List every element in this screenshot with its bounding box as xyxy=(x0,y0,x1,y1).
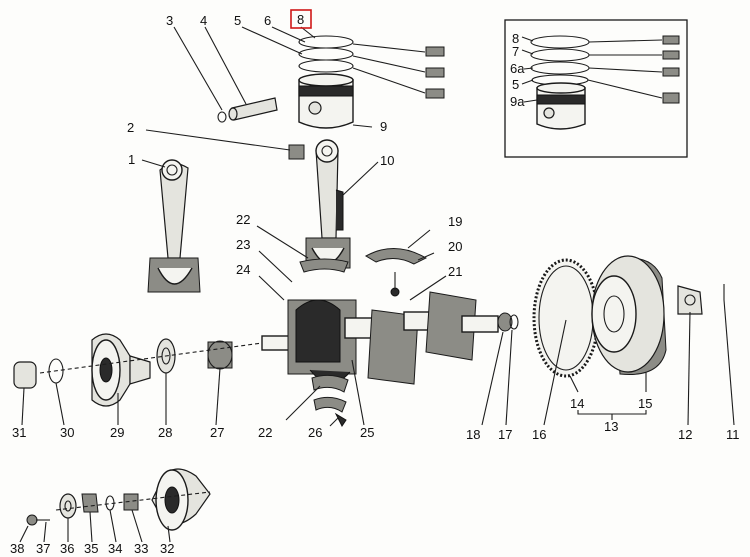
inset-piston-variant: 8 7 6a 5 9a xyxy=(504,19,688,158)
callout-1: 1 xyxy=(128,152,135,167)
callout-38: 38 xyxy=(10,541,24,556)
callout-35: 35 xyxy=(84,541,98,556)
piston-assembly xyxy=(173,26,445,129)
callout-8-highlighted: 8 xyxy=(297,12,304,27)
front-pulley-group xyxy=(13,333,263,426)
callout-13: 13 xyxy=(604,419,618,434)
inset-label-5: 5 xyxy=(512,77,519,92)
callout-17: 17 xyxy=(498,427,512,442)
callout-36: 36 xyxy=(60,541,74,556)
callout-22-top: 22 xyxy=(236,212,250,227)
callout-30: 30 xyxy=(60,425,74,440)
callout-27: 27 xyxy=(210,425,224,440)
callout-31: 31 xyxy=(12,425,26,440)
flywheel-group xyxy=(481,255,735,426)
bearing-shells xyxy=(256,225,447,427)
connecting-rod-center xyxy=(145,129,379,269)
accessory-group xyxy=(19,468,211,543)
callout-14: 14 xyxy=(570,396,584,411)
callout-21: 21 xyxy=(448,264,462,279)
callout-19: 19 xyxy=(448,214,462,229)
callout-5: 5 xyxy=(234,13,241,28)
callout-33: 33 xyxy=(134,541,148,556)
callout-24: 24 xyxy=(236,262,250,277)
callout-28: 28 xyxy=(158,425,172,440)
callout-12: 12 xyxy=(678,427,692,442)
inset-label-8: 8 xyxy=(512,31,519,46)
connecting-rod-left xyxy=(141,159,201,293)
callout-6: 6 xyxy=(264,13,271,28)
callout-4: 4 xyxy=(200,13,207,28)
callout-37: 37 xyxy=(36,541,50,556)
inset-label-7: 7 xyxy=(512,44,519,59)
callout-9: 9 xyxy=(380,119,387,134)
callout-18: 18 xyxy=(466,427,480,442)
callout-2: 2 xyxy=(127,120,134,135)
callout-3: 3 xyxy=(166,13,173,28)
callout-26: 26 xyxy=(308,425,322,440)
callout-10: 10 xyxy=(380,153,394,168)
callout-32: 32 xyxy=(160,541,174,556)
callout-25: 25 xyxy=(360,425,374,440)
callout-29: 29 xyxy=(110,425,124,440)
inset-label-6a: 6a xyxy=(510,61,525,76)
crankshaft xyxy=(261,272,499,385)
callout-20: 20 xyxy=(448,239,462,254)
callout-numbers: 3 4 5 6 8 9 2 1 10 19 20 21 22 23 24 31 … xyxy=(10,12,740,556)
highlight-box-8 xyxy=(290,9,312,29)
callout-23: 23 xyxy=(236,237,250,252)
callout-15: 15 xyxy=(638,396,652,411)
callout-22-bottom: 22 xyxy=(258,425,272,440)
callout-16: 16 xyxy=(532,427,546,442)
inset-label-9a: 9a xyxy=(510,94,525,109)
callout-11: 11 xyxy=(726,427,740,442)
callout-34: 34 xyxy=(108,541,122,556)
